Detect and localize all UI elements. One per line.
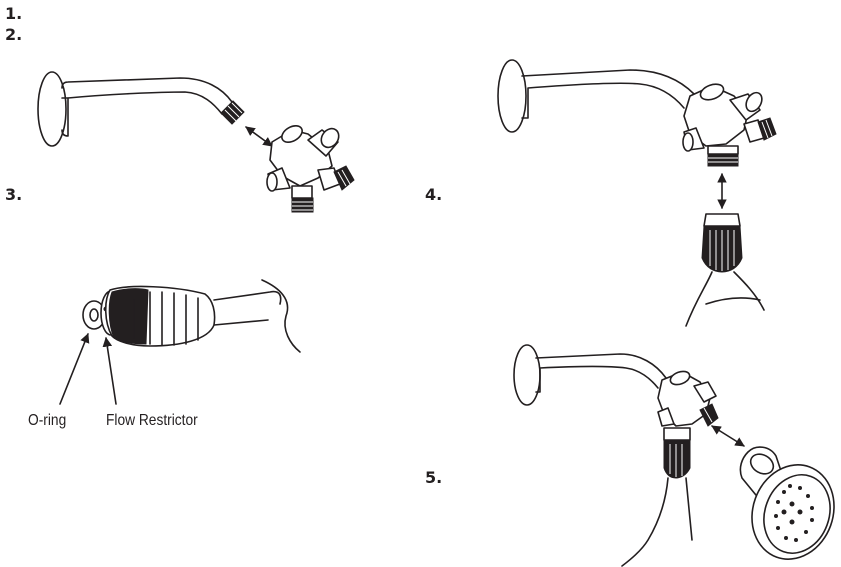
- fig5-connect-arrow: [711, 425, 745, 447]
- step-1-label: 1.: [5, 4, 23, 23]
- fig5-shower-arm: [513, 344, 667, 406]
- flow-restrictor-label: Flow Restrictor: [106, 412, 198, 429]
- fig5-hose-nut: [621, 427, 693, 567]
- fig5-diverter: [657, 370, 719, 427]
- step-2-label: 2.: [5, 25, 23, 44]
- fig3-o-ring-pointer: [59, 333, 90, 405]
- fig2-connect-arrow: [245, 126, 273, 147]
- fig2-arm-threaded-end: [220, 100, 245, 125]
- fig4-diverter: [682, 83, 777, 167]
- step-3-label: 3.: [5, 185, 23, 204]
- fig2-shower-arm: [37, 71, 233, 147]
- fig4-hose-nut: [685, 213, 765, 327]
- step-5-label: 5.: [425, 468, 443, 487]
- fig5-shower-head: [739, 446, 835, 560]
- fig2-diverter: [266, 125, 355, 213]
- fig4-shower-arm: [497, 59, 695, 133]
- fig3-restrictor-pointer: [102, 337, 117, 405]
- fig3-hose-nut: [104, 279, 301, 353]
- o-ring-label: O-ring: [28, 412, 67, 429]
- step-4-label: 4.: [425, 185, 443, 204]
